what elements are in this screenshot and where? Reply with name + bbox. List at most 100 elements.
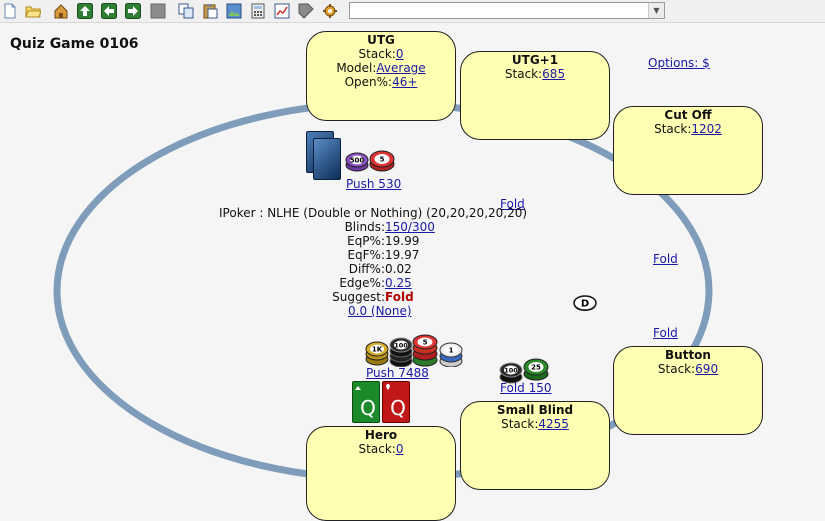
seat-name: UTG [367,33,395,47]
chip-label: 1 [449,347,454,355]
card-rank: Q [390,396,406,420]
open-icon[interactable] [25,3,41,19]
stack-label: Stack: [501,417,539,431]
seat-name: UTG+1 [511,53,559,67]
diff-value: 0.02 [385,262,412,276]
new-icon[interactable] [2,3,18,19]
stack-link[interactable]: 690 [695,362,719,376]
open-label: Open%: [344,75,393,89]
home-icon[interactable] [53,3,69,19]
seat-name: Button [665,348,711,362]
calculator-icon[interactable] [250,3,266,19]
toolbar: ▼ [0,0,825,23]
hand-info-panel: IPoker : NLHE (Double or Nothing) (20,20… [205,206,565,318]
chip-label: 5 [423,339,428,347]
chip-label: 1K [372,346,383,354]
tag-icon[interactable] [298,3,314,19]
stop-icon[interactable] [150,3,166,19]
edge-label: Edge%: [339,276,385,290]
seat-name: Small Blind [496,403,574,417]
chip-500: 500 [345,152,369,172]
stack-label: Stack: [358,47,396,61]
seat-stack-row: Stack:690 [614,362,762,376]
seat-name: Cut Off [664,108,712,122]
chip-100: 100 [389,337,413,367]
chip-5: 5 [412,334,438,367]
open-link[interactable]: 46+ [392,75,418,89]
page-title: Quiz Game 0106 [10,36,139,52]
blinds-link[interactable]: 150/300 [385,220,435,234]
seat-hero[interactable]: Hero Stack:0 [306,426,456,521]
suggest-value: Fold [385,290,414,304]
cutoff-action-link[interactable]: Fold [653,252,678,266]
eqp-label: EqP%: [347,234,385,248]
settings-icon[interactable] [322,3,338,19]
seat-model-row: Model:Average [307,61,455,75]
stack-link[interactable]: 0 [395,47,404,61]
chip-stack-icon: 100 25 [499,358,549,384]
seat-small-blind[interactable]: Small Blind Stack:4255 [460,401,610,490]
small-blind-action-link[interactable]: Fold 150 [500,381,552,395]
up-icon[interactable] [77,3,93,19]
edge-link[interactable]: 0.25 [385,276,412,290]
back-icon[interactable] [101,3,117,19]
seat-button[interactable]: Button Stack:690 [613,346,763,435]
image-icon[interactable] [226,3,242,19]
options-link[interactable]: Options: $ [648,56,710,70]
paste-icon[interactable] [202,3,218,19]
blinds-label: Blinds: [344,220,385,234]
eqf-value: 19.97 [385,248,420,262]
none-link[interactable]: 0.0 (None) [348,304,412,318]
chip-1: 1 [439,342,463,367]
seat-name: Hero [364,428,398,442]
model-label: Model: [336,61,377,75]
chip-stack-icon: 1K 100 5 1 [365,334,463,367]
chip-label: 5 [380,156,385,164]
utg1-action-link[interactable]: Fold [500,197,525,211]
dealer-button-icon: D [573,295,597,311]
chip-label: 25 [531,364,541,372]
seat-stack-row: Stack:685 [461,67,609,81]
seat-stack-row: Stack:0 [307,442,455,456]
stack-link[interactable]: 1202 [691,122,722,136]
button-action-link[interactable]: Fold [653,326,678,340]
chart-icon[interactable] [274,3,290,19]
card-face-icon: Q [386,384,406,420]
utg-action-link[interactable]: Push 530 [346,177,402,191]
diff-label: Diff%: [348,262,385,276]
hero-card-2: Q [382,381,410,423]
stack-link[interactable]: 0 [395,442,404,456]
hero-card-1: Q [352,381,380,423]
toolbar-combobox[interactable]: ▼ [349,2,665,19]
suggest-label: Suggest: [332,290,385,304]
chip-stack-icon: 500 5 [345,150,395,172]
chip-5: 5 [369,150,395,172]
chip-25: 25 [523,358,549,381]
seat-stack-row: Stack:4255 [461,417,609,431]
chip-label: 100 [504,367,518,375]
seat-utg[interactable]: UTG Stack:0 Model:Average Open%:46+ [306,31,456,121]
seat-stack-row: Stack:1202 [614,122,762,136]
stack-link[interactable]: 4255 [538,417,569,431]
copy-icon[interactable] [178,3,194,19]
forward-icon[interactable] [125,3,141,19]
game-description: IPoker : NLHE (Double or Nothing) (20,20… [219,206,528,220]
eqp-value: 19.99 [385,234,420,248]
chip-label: 500 [350,157,365,165]
chevron-down-icon[interactable]: ▼ [648,3,664,18]
stack-label: Stack: [657,362,696,376]
seat-open-row: Open%:46+ [307,75,455,89]
chip-1k: 1K [365,341,389,366]
stack-label: Stack: [504,67,543,81]
card-rank: Q [360,396,376,420]
seat-cutoff[interactable]: Cut Off Stack:1202 [613,106,763,195]
chip-100: 100 [499,362,523,384]
seat-utg1[interactable]: UTG+1 Stack:685 [460,51,610,140]
card-face-icon: Q [355,386,376,420]
seat-stack-row: Stack:0 [307,47,455,61]
eqf-label: EqF%: [347,248,385,262]
dealer-label: D [581,299,589,310]
stack-link[interactable]: 685 [542,67,566,81]
model-link[interactable]: Average [376,61,426,75]
hero-action-link[interactable]: Push 7488 [366,366,429,380]
